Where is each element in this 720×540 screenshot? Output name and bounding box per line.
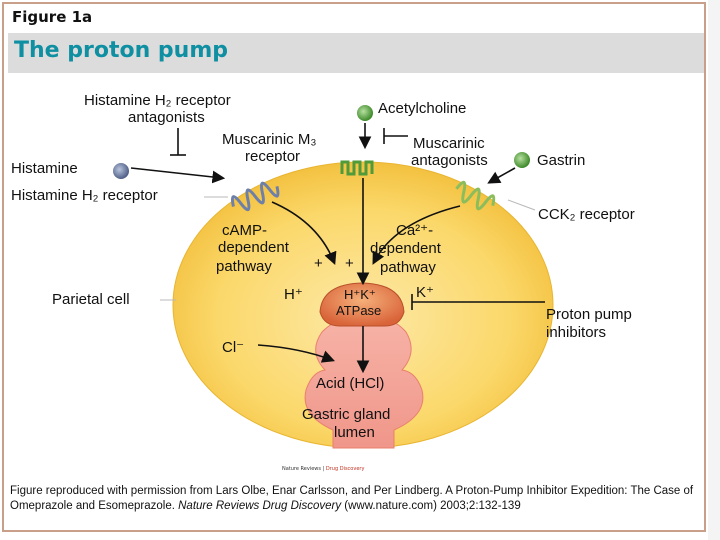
label-ca-3: pathway	[380, 259, 436, 276]
label-muscarinic-antagonists-2: antagonists	[411, 152, 488, 169]
scrollbar-edge	[708, 0, 720, 540]
inhibition-bars	[170, 128, 545, 310]
label-muscarinic-m3-1: Muscarinic M₃	[222, 131, 317, 148]
logo-left-text: Nature Reviews	[282, 466, 321, 472]
label-cck2-receptor: CCK₂ receptor	[538, 206, 635, 223]
label-lumen-1: Gastric gland	[302, 406, 391, 423]
label-histamine: Histamine	[11, 160, 78, 177]
label-acetylcholine: Acetylcholine	[378, 100, 467, 117]
label-cl-minus: Cl⁻	[222, 339, 245, 356]
figure-title: The proton pump	[14, 38, 228, 63]
histamine-ligand	[113, 163, 129, 179]
label-gastrin: Gastrin	[537, 152, 586, 169]
figure-caption: Figure reproduced with permission from L…	[10, 484, 700, 514]
label-camp-1: cAMP-	[222, 222, 267, 239]
title-band	[8, 33, 704, 73]
leader-lines	[160, 196, 536, 301]
caption-part2: (www.nature.com) 2003;2:132-139	[341, 500, 521, 512]
label-histamine-h2-receptor: Histamine H₂ receptor	[11, 187, 158, 204]
label-parietal-cell: Parietal cell	[52, 291, 130, 308]
label-ppi-2: inhibitors	[546, 324, 607, 341]
label-camp-3: pathway	[216, 258, 272, 275]
gastrin-ligand	[514, 152, 530, 168]
label-h2-antagonists-1: Histamine H₂ receptor	[84, 92, 231, 109]
label-k-plus: K⁺	[416, 284, 434, 301]
label-muscarinic-antagonists-1: Muscarinic	[413, 135, 485, 152]
caption-journal: Nature Reviews Drug Discovery	[178, 500, 342, 512]
hk-atpase-shape	[319, 282, 405, 327]
cck2-receptor-shape	[455, 180, 496, 211]
label-acid: Acid (HCl)	[316, 375, 385, 392]
signal-arrows	[130, 123, 516, 374]
label-camp-2: dependent	[218, 239, 289, 256]
label-h-plus: H⁺	[284, 286, 303, 303]
journal-logo: Nature Reviews | Drug Discovery	[282, 466, 365, 472]
label-plus-right: +	[345, 255, 354, 272]
logo-right-text: Drug Discovery	[325, 466, 365, 472]
figure-label: Figure 1a	[12, 8, 93, 26]
label-ca-2: dependent	[370, 240, 441, 257]
label-hk-atpase-2: ATPase	[336, 303, 382, 318]
histamine-h2-receptor-shape	[230, 181, 280, 212]
label-plus-left: +	[314, 255, 323, 272]
label-lumen-2: lumen	[334, 424, 375, 441]
label-ca-1: Ca²⁺-	[396, 222, 434, 239]
caption-part1: Figure reproduced with permission from L…	[10, 485, 694, 512]
label-h2-antagonists-2: antagonists	[128, 109, 205, 126]
label-ppi-1: Proton pump	[546, 306, 632, 323]
label-hk-atpase-1: H⁺K⁺	[344, 287, 376, 302]
muscarinic-m3-receptor-shape	[340, 160, 374, 176]
label-muscarinic-m3-2: receptor	[245, 148, 301, 165]
acetylcholine-ligand	[357, 105, 373, 121]
